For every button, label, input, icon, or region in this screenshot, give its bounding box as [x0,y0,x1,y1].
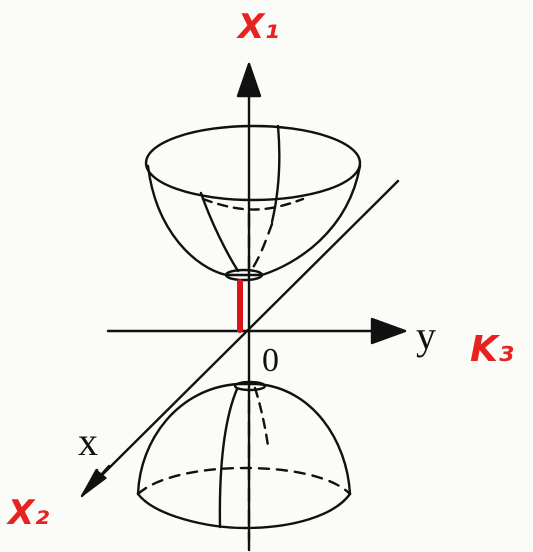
origin-label: 0 [262,342,279,379]
lower-sheet [136,380,352,542]
diagonal-axis [94,179,400,483]
x2-axis-label: X₂ [8,493,50,533]
vertical-axis-arrow [236,62,262,98]
horizontal-axis-arrow [370,317,407,345]
x-axis-label: x [78,419,98,464]
upper-sheet [144,124,362,282]
x1-axis-label: X₁ [238,7,280,47]
x3-axis-label: K₃ [470,329,514,370]
y-axis-label: y [416,313,436,358]
